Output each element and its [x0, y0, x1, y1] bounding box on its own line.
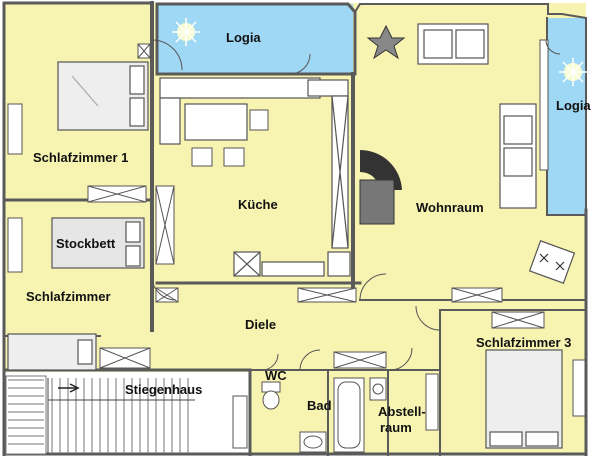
- room-label-abstell-2: raum: [380, 420, 412, 435]
- armchair-icon: [528, 240, 576, 284]
- room-label-logia-right: Logia: [556, 98, 591, 113]
- door-icon: [151, 39, 561, 371]
- stairs-icon: [5, 375, 195, 455]
- logia-right-area: [547, 18, 587, 215]
- bunk-bed-icon: [51, 217, 145, 269]
- room-label-schlafzimmer1: Schlafzimmer 1: [33, 150, 129, 165]
- sofa-icon: [417, 23, 537, 209]
- wardrobe-icon: [87, 43, 151, 203]
- kitchen-table-icon: [159, 77, 351, 277]
- bathtub-icon: [333, 377, 365, 453]
- room-label-stockbett: Stockbett: [56, 236, 116, 251]
- room-label-wohnraum: Wohnraum: [416, 200, 484, 215]
- window-icon: [7, 39, 586, 449]
- toilet-icon: [261, 381, 281, 410]
- room-label-schlafzimmer: Schlafzimmer: [26, 289, 111, 304]
- bed-icon: [7, 333, 97, 371]
- sink-icon: [299, 377, 387, 453]
- wardrobe-icon: [99, 185, 179, 369]
- wardrobe-icon: [297, 287, 545, 369]
- bed-icon: [57, 61, 149, 131]
- room-label-diele: Diele: [245, 317, 277, 332]
- light-icon: [172, 18, 587, 86]
- plant-icon: [366, 24, 406, 60]
- chair-icon: [191, 109, 269, 167]
- room-label-kueche: Küche: [238, 197, 278, 212]
- room-label-bad: Bad: [307, 398, 332, 413]
- fireplace-icon: [359, 149, 402, 225]
- room-label-schlafzimmer3: Schlafzimmer 3: [476, 335, 572, 350]
- room-label-wc: WC: [265, 368, 287, 383]
- bed-icon: [485, 349, 563, 449]
- room-label-abstell-1: Abstell-: [378, 404, 426, 419]
- room-label-stiegenhaus: Stiegenhaus: [125, 382, 203, 397]
- room-label-logia-top: Logia: [226, 30, 261, 45]
